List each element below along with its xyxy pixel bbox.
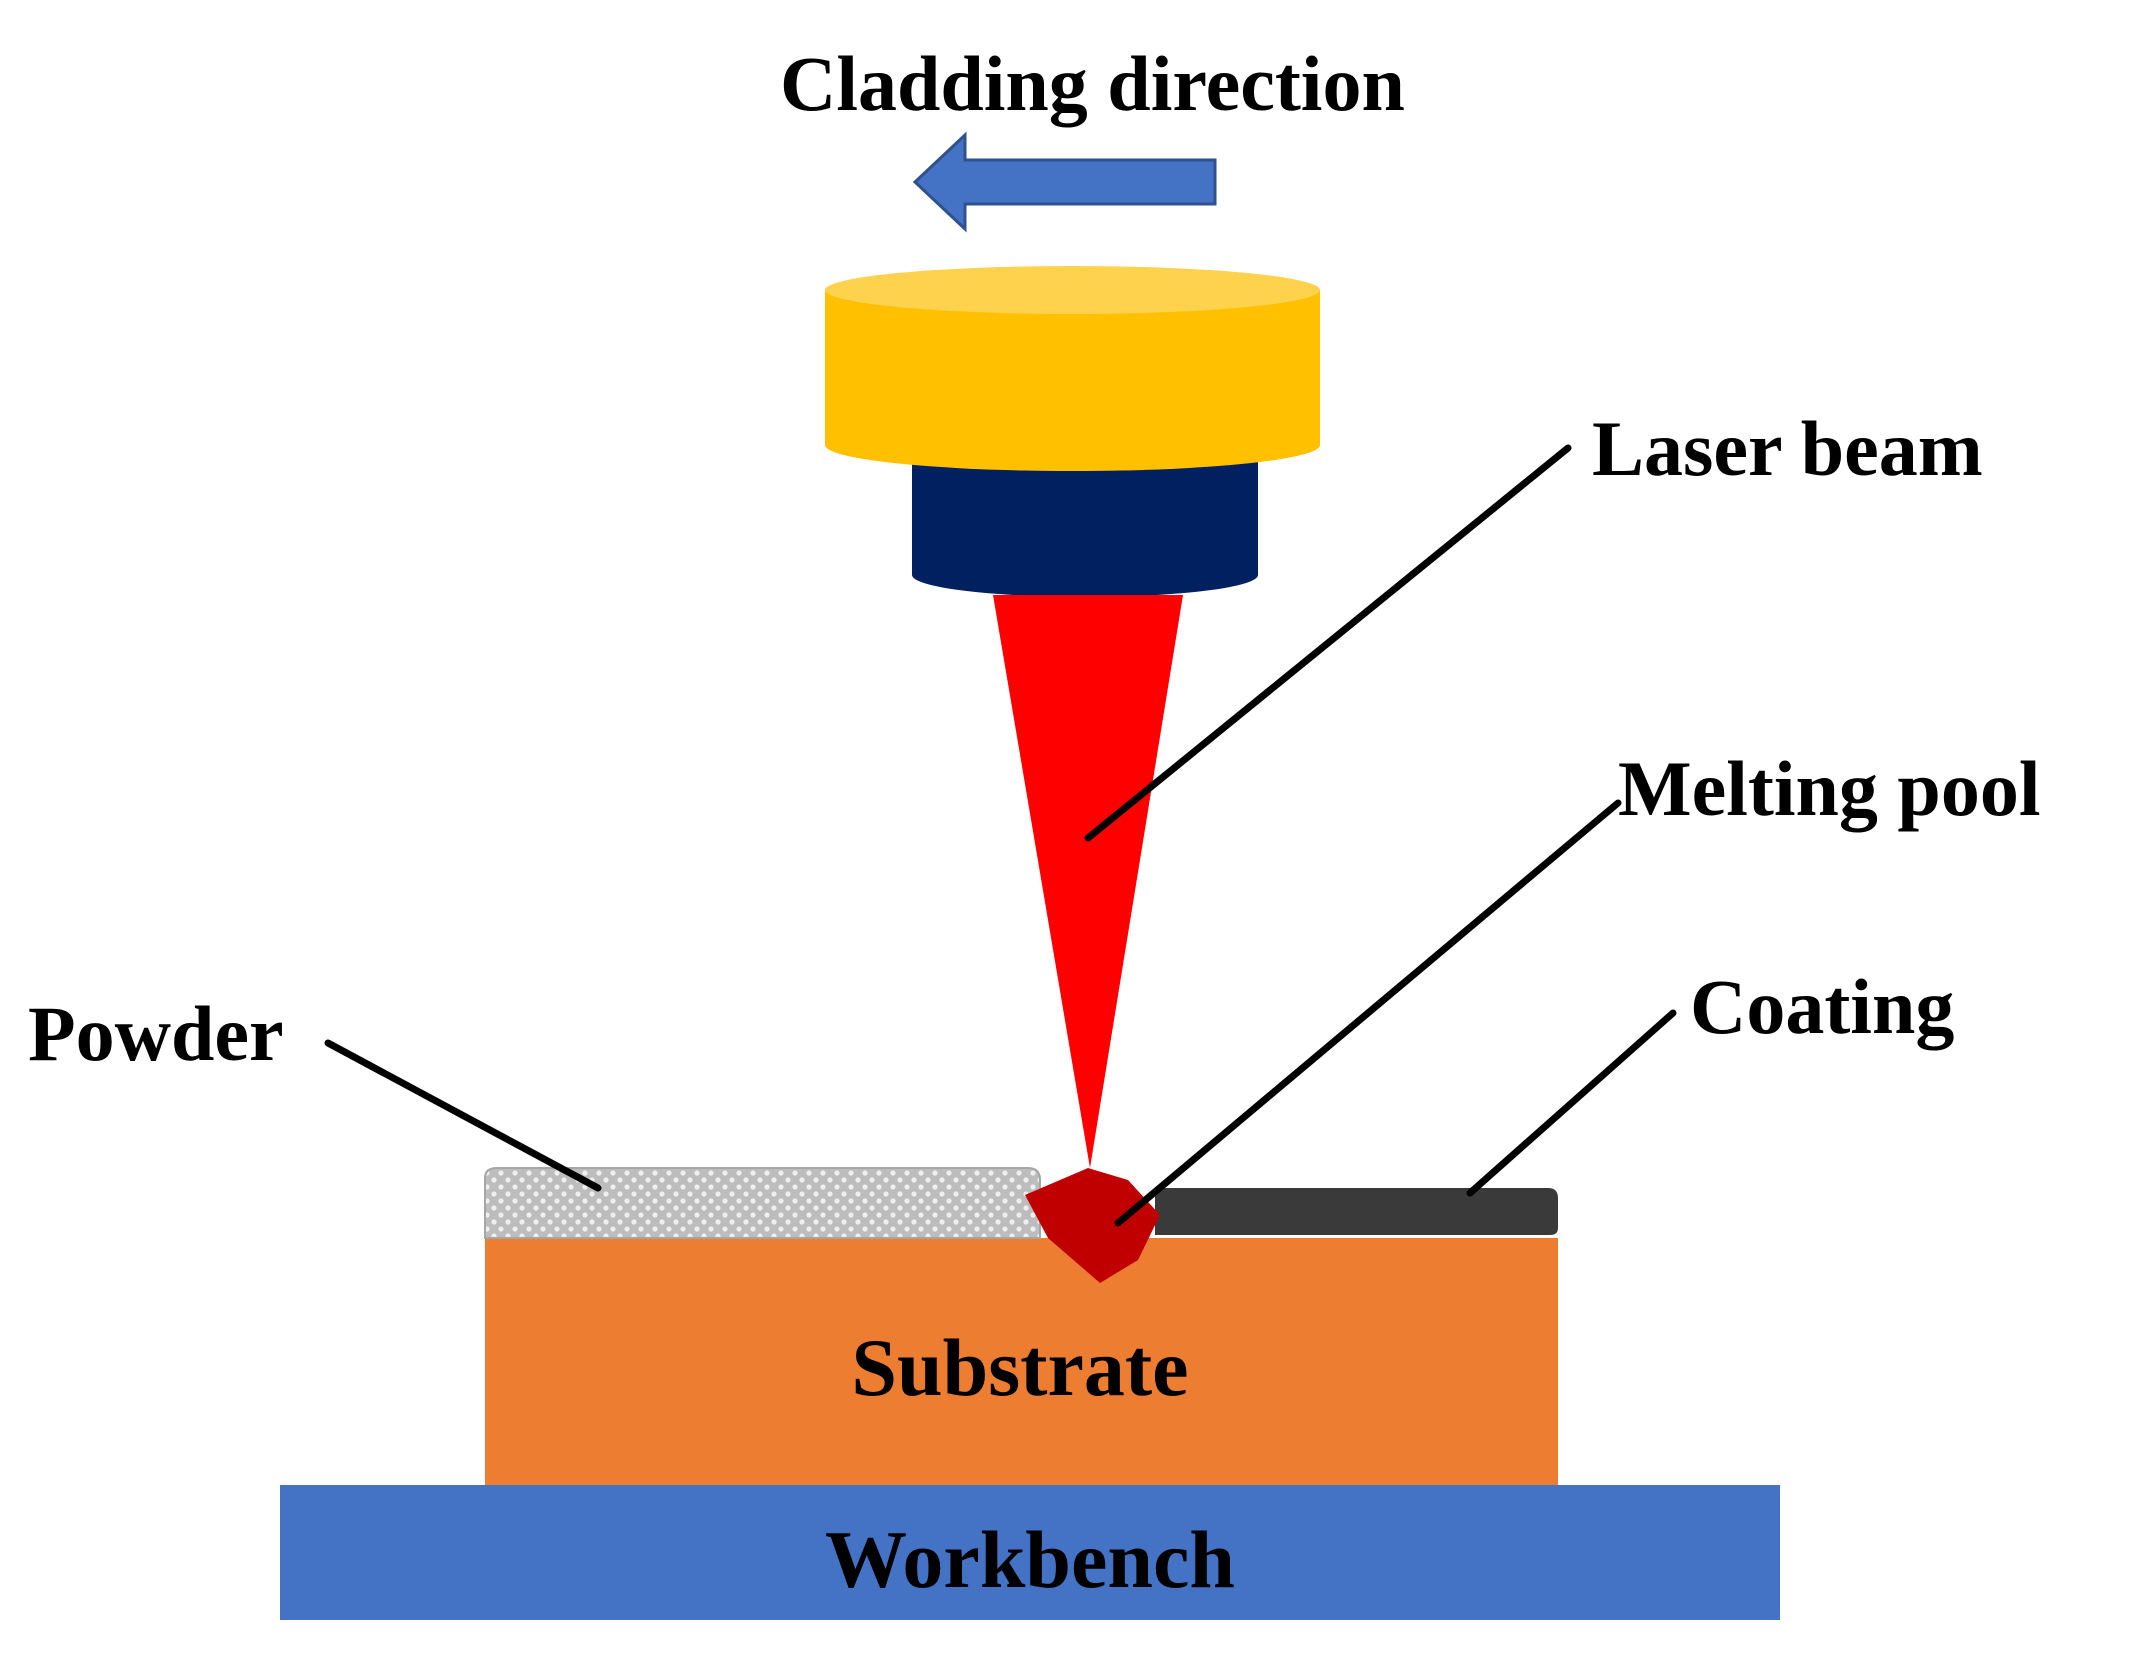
label-cladding-direction: Cladding direction [780,40,1405,127]
nozzle-upper [825,266,1320,472]
label-powder: Powder [28,990,284,1077]
workbench-block [280,1485,1780,1620]
coating-layer [1155,1188,1558,1235]
leader-line-powder [324,1039,602,1192]
leader-line-laser-beam [1084,444,1572,842]
nozzle-lower [912,460,1258,597]
leader-line-melting-pool [1114,799,1622,1227]
substrate-block [485,1238,1558,1485]
label-coating: Coating [1690,963,1954,1050]
laser-beam-cone [993,595,1183,1168]
powder-layer [484,1167,1041,1239]
cladding-direction-arrow [912,131,1217,233]
label-substrate: Substrate [851,1322,1188,1413]
leader-line-coating [1466,1009,1677,1197]
label-laser-beam: Laser beam [1592,405,1983,492]
melting-pool-shape [1025,1168,1160,1283]
label-melting-pool: Melting pool [1618,745,2041,832]
label-workbench: Workbench [825,1514,1235,1605]
